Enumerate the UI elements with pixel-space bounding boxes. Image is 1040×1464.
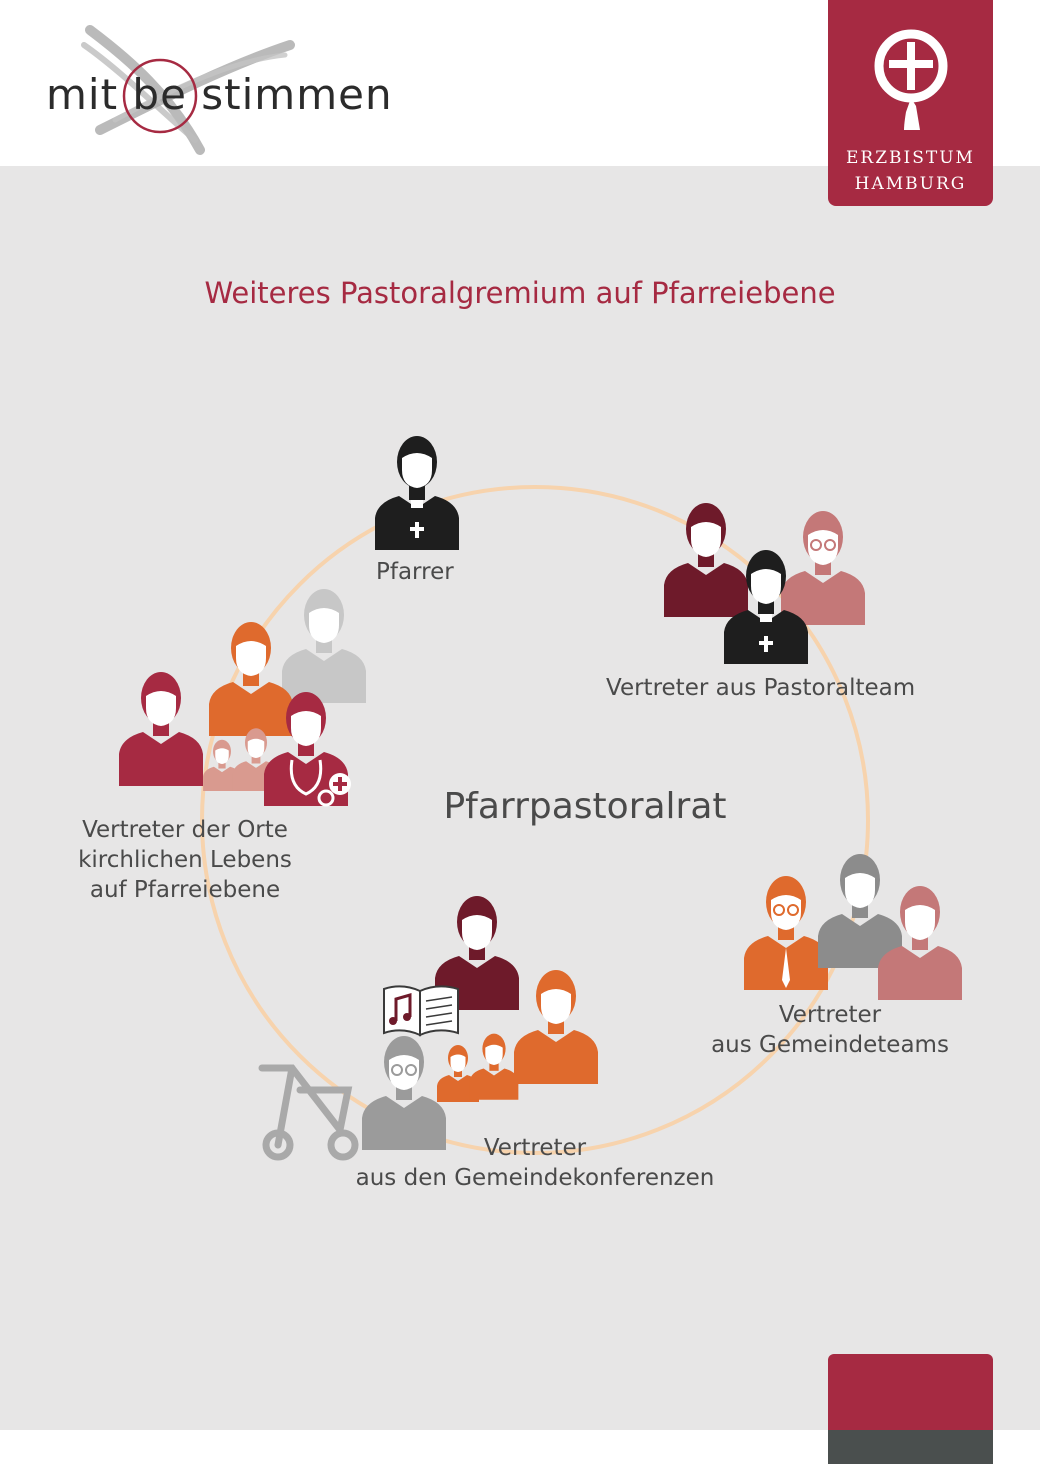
center-label: Pfarrpastoralrat (443, 786, 727, 827)
elderly-person-icon (362, 1036, 446, 1150)
badge-line-1: ERZBISTUM (846, 148, 975, 168)
council-ring (200, 485, 870, 1155)
person-icon (781, 511, 865, 625)
pastoralteam-group (664, 503, 865, 664)
label-pastoralteam: Vertreter aus Pastoralteam (606, 675, 916, 701)
priest-icon (375, 436, 459, 550)
konferenzen-group (258, 896, 598, 1161)
label-gemeindeteams-line-2: aus Gemeindeteams (711, 1032, 949, 1058)
walker-icon (258, 1064, 359, 1161)
label-orte: Vertreter der Orte kirchlichen Lebens au… (40, 815, 330, 905)
label-gemeindeteams-line-1: Vertreter (778, 1002, 882, 1028)
orte-group (119, 589, 366, 807)
priest-icon (724, 550, 808, 664)
logo-text: mit be stimmen (46, 70, 393, 119)
logo-part-mit: mit (46, 70, 119, 119)
music-book-icon (383, 985, 459, 1037)
label-orte-line-3: auf Pfarreiebene (89, 877, 281, 903)
page-title: Weiteres Pastoralgremium auf Pfarreieben… (204, 276, 836, 310)
gemeindeteams-group (744, 854, 962, 1000)
person-icon (744, 876, 828, 990)
footer-grey-block (828, 1430, 993, 1464)
doctor-icon (264, 692, 351, 807)
label-pfarrer: Pfarrer (376, 559, 454, 585)
person-icon (818, 854, 902, 968)
erzbistum-badge: ERZBISTUM HAMBURG (828, 0, 993, 206)
child-icon (469, 1033, 519, 1100)
logo-part-stimmen: stimmen (201, 70, 393, 119)
person-icon (514, 970, 598, 1084)
logo-x-mark-icon (81, 25, 295, 155)
label-gemeindeteams: Vertreter aus Gemeindeteams (690, 1000, 970, 1060)
label-konferenzen-line-2: aus den Gemeindekonferenzen (355, 1165, 715, 1191)
label-orte-line-1: Vertreter der Orte (82, 817, 288, 843)
person-icon (282, 589, 366, 703)
logo-part-be: be (132, 70, 187, 119)
badge-line-2: HAMBURG (854, 174, 967, 194)
label-konferenzen-line-1: Vertreter (483, 1135, 587, 1161)
label-konferenzen: Vertreter aus den Gemeindekonferenzen (330, 1133, 740, 1193)
footer-red-block (828, 1354, 993, 1430)
label-orte-line-2: kirchlichen Lebens (78, 847, 292, 873)
person-icon (209, 622, 293, 736)
cross-in-circle-icon (874, 29, 948, 130)
person-icon (119, 672, 203, 786)
